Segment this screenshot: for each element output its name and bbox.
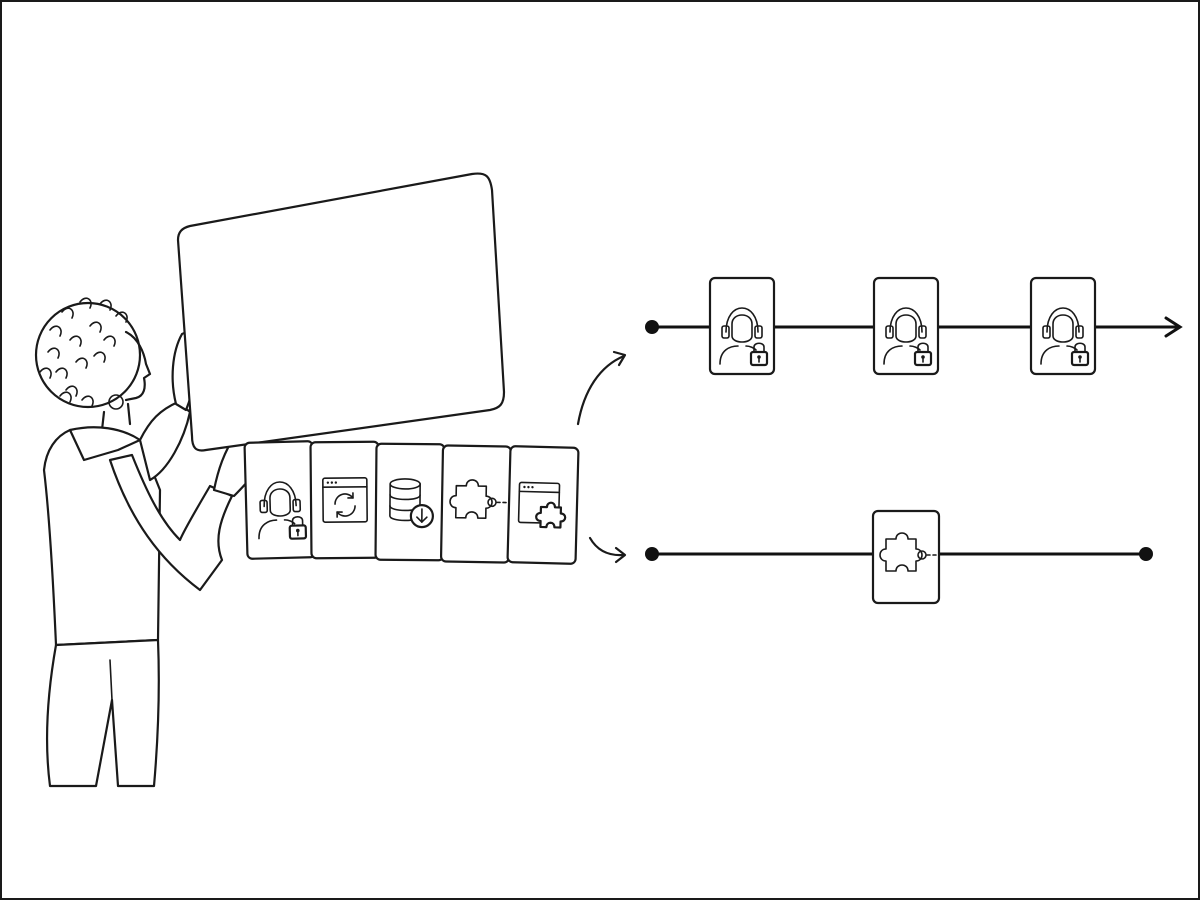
track-card-support-3	[1029, 276, 1097, 376]
bottom-track	[645, 509, 1153, 605]
top-track	[645, 276, 1183, 376]
track-card-support-2	[872, 276, 940, 376]
track-card-puzzle	[871, 509, 941, 605]
stack-card-support	[243, 440, 317, 560]
stack-card-refresh	[309, 440, 381, 560]
track-start-dot	[645, 547, 659, 561]
track-start-dot	[645, 320, 659, 334]
track-end-arrow	[1164, 316, 1183, 338]
stack-card-database	[374, 442, 446, 562]
stack-card-browser-puzzle	[506, 445, 580, 565]
card-stack	[243, 440, 580, 565]
track-end-dot	[1139, 547, 1153, 561]
branch-arrow-down	[588, 536, 627, 564]
track-card-support-1	[708, 276, 776, 376]
branch-arrow-up	[576, 350, 627, 426]
stack-card-puzzle	[439, 444, 513, 564]
curly-hair	[34, 297, 142, 409]
blank-panel	[176, 172, 506, 452]
